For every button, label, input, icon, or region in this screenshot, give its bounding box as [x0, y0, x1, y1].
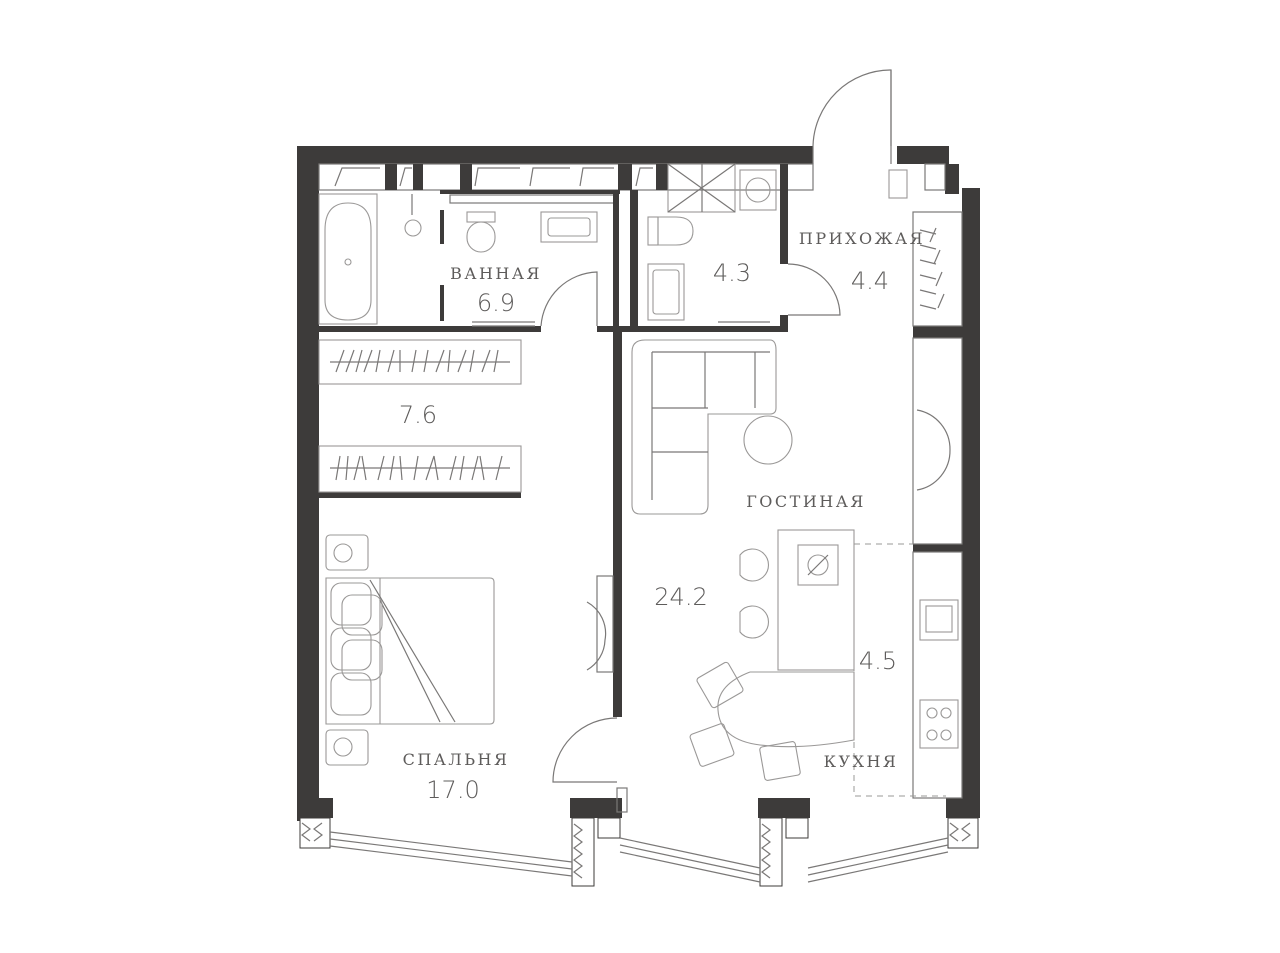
- wall-insulation: [299, 817, 979, 887]
- kitchen-area: 4.5: [859, 647, 897, 675]
- bedroom-area: 17.0: [426, 776, 479, 804]
- wc-area: 4.3: [713, 259, 751, 287]
- exterior-walls: [297, 146, 980, 821]
- windows-bottom: [329, 831, 949, 883]
- hallway-area: 4.4: [851, 267, 889, 295]
- interior-walls: [319, 164, 963, 813]
- living-area: 24.2: [654, 583, 707, 611]
- wc-fixtures: [647, 163, 777, 323]
- kitchen-fixtures: [853, 543, 959, 797]
- bedroom-furniture: [325, 534, 495, 766]
- hallway-fixtures: [888, 169, 945, 310]
- living-name: ГОСТИНАЯ: [746, 492, 866, 511]
- kitchen-name: КУХНЯ: [824, 752, 899, 771]
- doors: [540, 69, 951, 783]
- wardrobe-rails: [318, 339, 522, 493]
- bathroom-area: 6.9: [477, 289, 515, 317]
- windows-top: [318, 163, 946, 191]
- wardrobe-area: 7.6: [399, 401, 437, 429]
- bathroom-name: ВАННАЯ: [450, 264, 542, 283]
- room-labels: ВАННАЯ 6.9 4.3 ПРИХОЖАЯ 4.4 7.6 ГОСТИНАЯ…: [399, 229, 925, 804]
- bathroom-fixtures: [318, 193, 598, 327]
- hallway-name: ПРИХОЖАЯ: [799, 229, 925, 248]
- bedroom-name: СПАЛЬНЯ: [403, 750, 510, 769]
- living-furniture: [631, 339, 855, 781]
